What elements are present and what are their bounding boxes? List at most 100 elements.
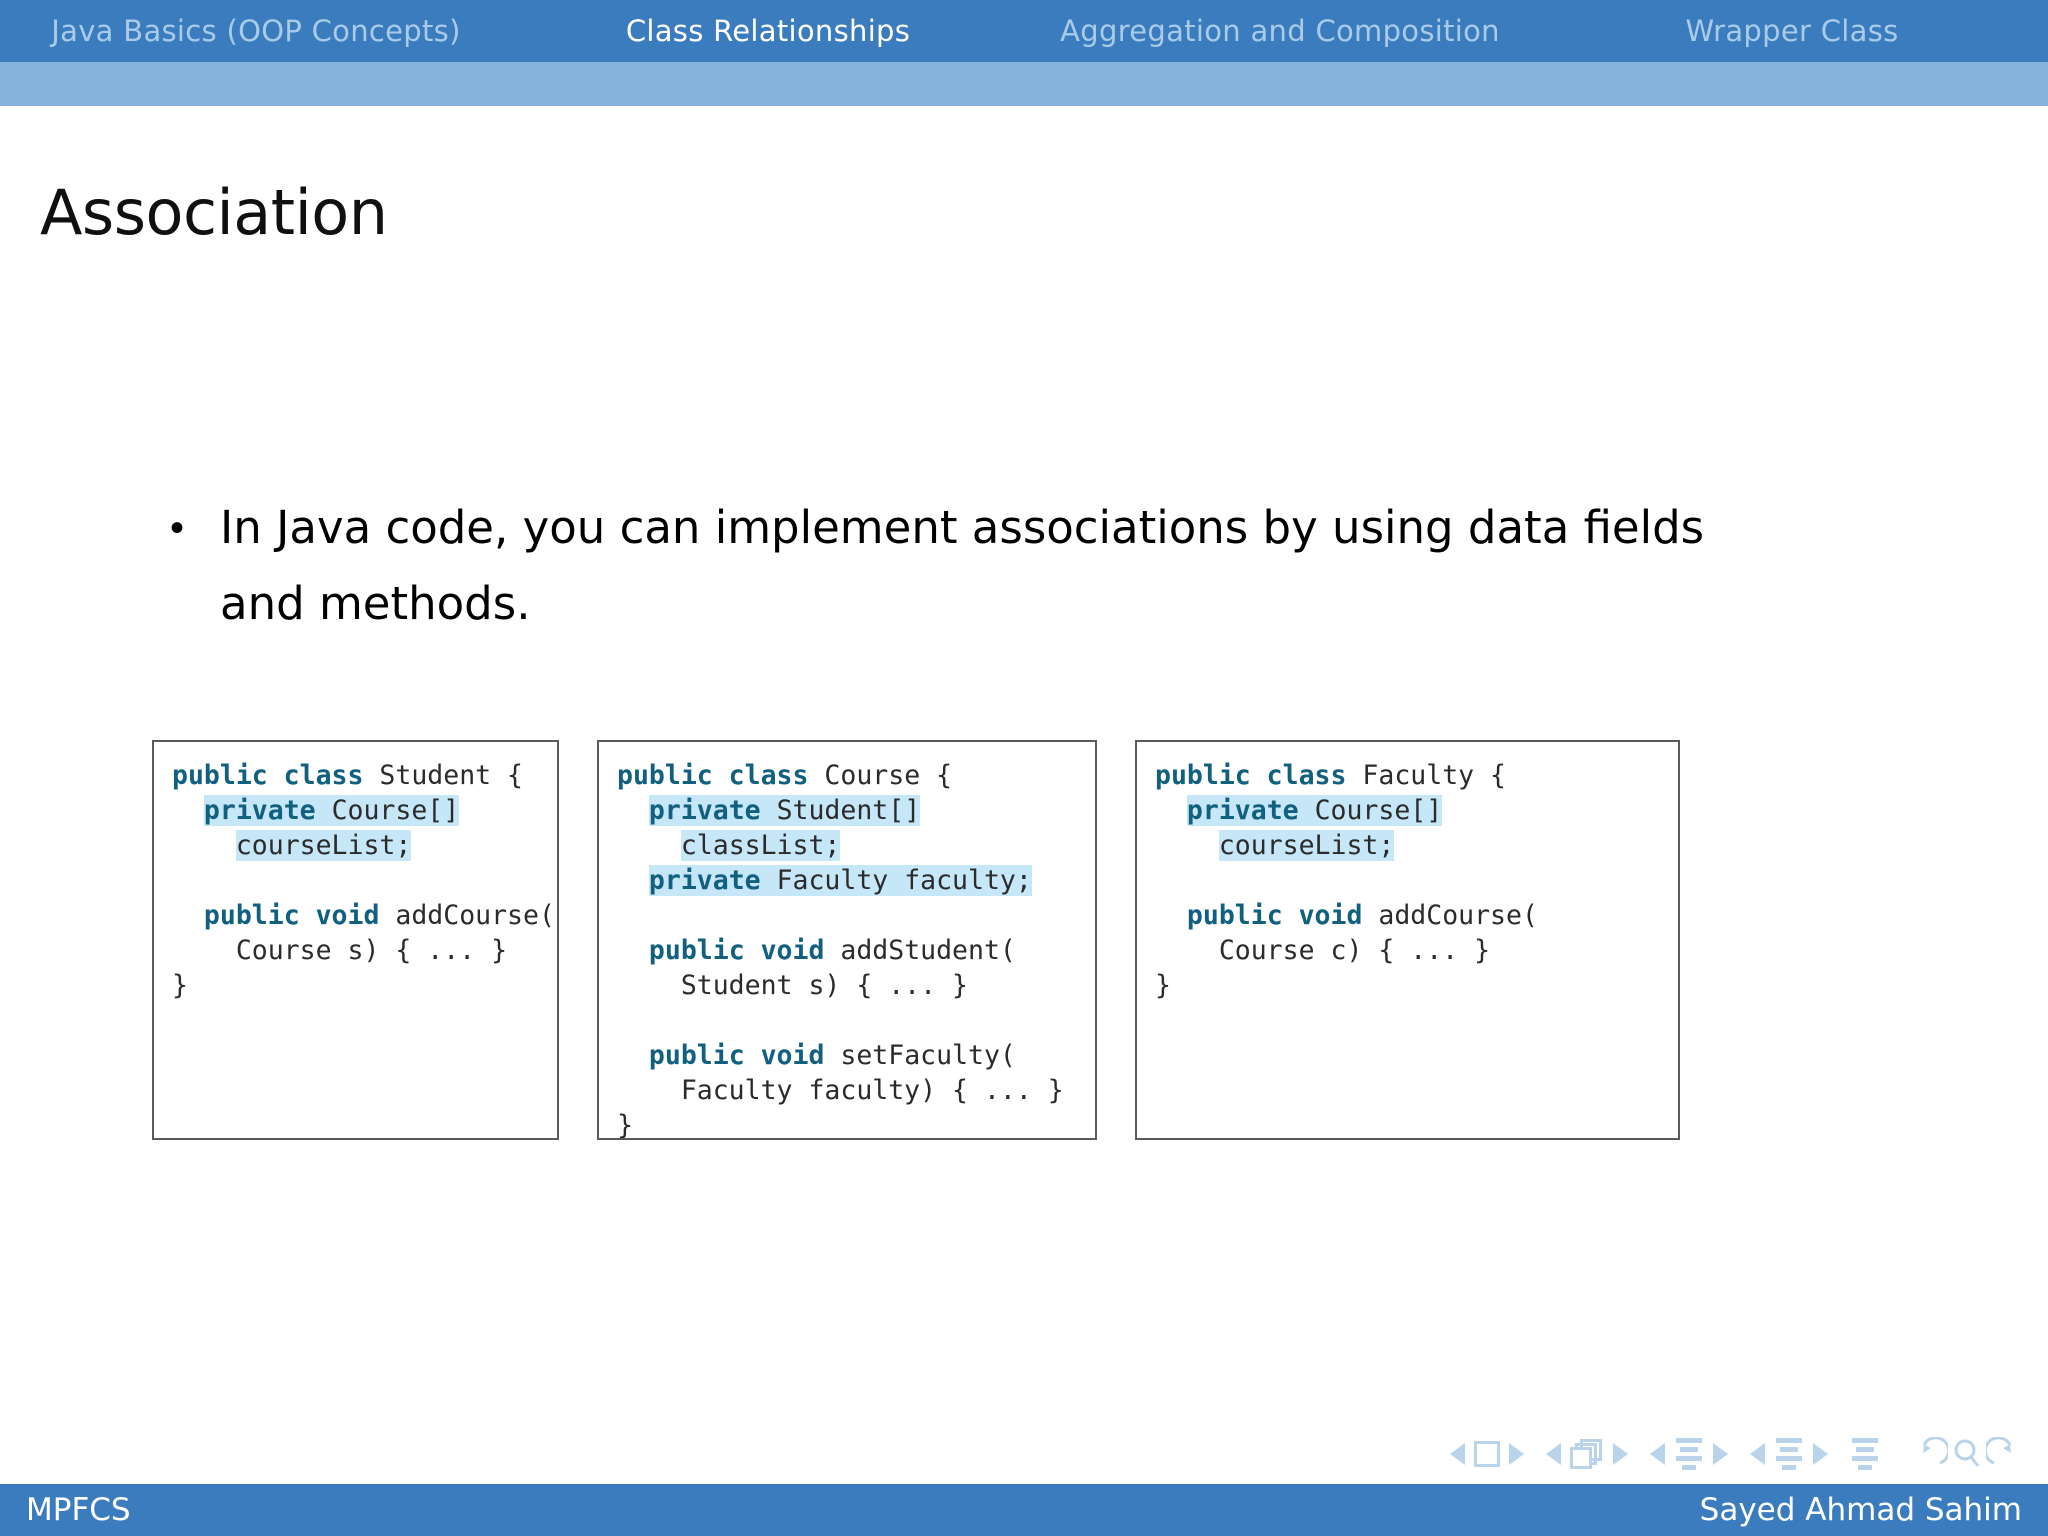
next-section-icon[interactable]	[1813, 1443, 1828, 1465]
code-text: addCourse(	[395, 900, 555, 931]
nav-item-3[interactable]: Wrapper Class	[1685, 14, 1899, 48]
code-line: }	[1155, 968, 1664, 1003]
code-text: courseList;	[1218, 830, 1395, 861]
document-navigation-group	[1850, 1438, 1880, 1470]
back-icon[interactable]	[1910, 1437, 1948, 1471]
code-line: public void addStudent(	[617, 933, 1081, 968]
code-block-faculty-class: public class Faculty { private Course[] …	[1135, 740, 1680, 1140]
section-icon[interactable]	[1774, 1438, 1804, 1470]
code-keyword: public class	[617, 760, 825, 791]
bullet-item-text: In Java code, you can implement associat…	[220, 501, 1705, 630]
code-line	[617, 898, 1081, 933]
code-line: }	[617, 1108, 1081, 1140]
code-line: Student s) { ... }	[617, 968, 1081, 1003]
code-text: Course s) { ... }	[172, 935, 508, 966]
code-text: Student s) { ... }	[617, 970, 968, 1001]
code-text: }	[1155, 970, 1171, 1001]
code-line: public void addCourse(	[1155, 898, 1664, 933]
history-navigation-group	[1910, 1437, 2024, 1471]
slide-icon[interactable]	[1474, 1441, 1500, 1467]
next-slide-icon[interactable]	[1509, 1443, 1524, 1465]
code-line: Faculty faculty) { ... }	[617, 1073, 1081, 1108]
code-line: classList;	[617, 828, 1081, 863]
code-line: public class Student {	[172, 758, 543, 793]
nav-item-1[interactable]: Class Relationships	[625, 14, 911, 48]
code-line: private Faculty faculty;	[617, 863, 1081, 898]
code-block-student-class: public class Student { private Course[] …	[152, 740, 559, 1140]
nav-item-0[interactable]: Java Basics (OOP Concepts)	[51, 14, 461, 48]
code-text: setFaculty(	[840, 1040, 1016, 1071]
code-text	[172, 830, 236, 861]
code-block-course-class: public class Course { private Student[] …	[597, 740, 1097, 1140]
code-text: }	[172, 970, 188, 1001]
code-text	[617, 830, 681, 861]
code-text	[617, 795, 649, 826]
frames-icon[interactable]	[1570, 1439, 1604, 1469]
subsection-navigation-group	[1650, 1438, 1728, 1470]
next-subsection-icon[interactable]	[1713, 1443, 1728, 1465]
code-line	[172, 863, 543, 898]
frame-navigation-group	[1546, 1439, 1628, 1469]
prev-slide-icon[interactable]	[1450, 1443, 1465, 1465]
subsection-icon[interactable]	[1674, 1438, 1704, 1470]
code-line: private Student[]	[617, 793, 1081, 828]
beamer-navigation-symbols	[1450, 1432, 2024, 1476]
prev-subsection-icon[interactable]	[1650, 1443, 1665, 1465]
code-text: Student[]	[776, 795, 921, 826]
code-line: public class Course {	[617, 758, 1081, 793]
code-text: Student {	[379, 760, 524, 791]
code-keyword: private	[203, 795, 332, 826]
code-text	[1155, 830, 1219, 861]
code-text: Faculty {	[1362, 760, 1507, 791]
code-line: courseList;	[172, 828, 543, 863]
code-line	[1155, 863, 1664, 898]
code-text: Faculty faculty) { ... }	[617, 1075, 1064, 1106]
code-text: Course[]	[1314, 795, 1443, 826]
code-text: Course c) { ... }	[1155, 935, 1491, 966]
footer-left-label: MPFCS	[26, 1492, 131, 1528]
prev-frame-icon[interactable]	[1546, 1443, 1561, 1465]
prev-section-icon[interactable]	[1750, 1443, 1765, 1465]
search-icon[interactable]	[1950, 1437, 1984, 1471]
code-keyword: private	[1186, 795, 1315, 826]
code-line: private Course[]	[1155, 793, 1664, 828]
code-line	[617, 1003, 1081, 1038]
next-frame-icon[interactable]	[1613, 1443, 1628, 1465]
document-icon[interactable]	[1850, 1438, 1880, 1470]
code-keyword: private	[648, 865, 777, 896]
code-text	[1155, 900, 1187, 931]
code-text	[172, 795, 204, 826]
code-text: Course[]	[331, 795, 460, 826]
code-text: addCourse(	[1378, 900, 1538, 931]
nav-item-2[interactable]: Aggregation and Composition	[1060, 14, 1500, 48]
code-line: }	[172, 968, 543, 1003]
header-navigation-bar: Java Basics (OOP Concepts) Class Relation…	[0, 0, 2048, 62]
code-line: public class Faculty {	[1155, 758, 1664, 793]
code-keyword: public void	[1186, 900, 1379, 931]
code-line: private Course[]	[172, 793, 543, 828]
code-text	[617, 865, 649, 896]
section-navigation-group	[1750, 1438, 1828, 1470]
code-keyword: public void	[648, 1040, 841, 1071]
code-keyword: public void	[203, 900, 396, 931]
footer-bar: MPFCS Sayed Ahmad Sahim	[0, 1484, 2048, 1536]
code-text	[1155, 795, 1187, 826]
forward-icon[interactable]	[1986, 1437, 2024, 1471]
code-text	[172, 900, 204, 931]
footer-right-label: Sayed Ahmad Sahim	[1699, 1492, 2022, 1528]
code-line: courseList;	[1155, 828, 1664, 863]
slide-navigation-group	[1450, 1441, 1524, 1467]
code-line: Course c) { ... }	[1155, 933, 1664, 968]
code-text: }	[617, 1110, 633, 1140]
code-keyword: private	[648, 795, 777, 826]
code-examples-row: public class Student { private Course[] …	[152, 740, 1912, 1140]
header-subsection-bar	[0, 62, 2048, 106]
code-text: Course {	[824, 760, 953, 791]
code-line: Course s) { ... }	[172, 933, 543, 968]
code-text: Faculty faculty;	[776, 865, 1032, 896]
bullet-marker-icon: •	[170, 506, 185, 550]
bullet-list: • In Java code, you can implement associ…	[170, 490, 1870, 642]
code-line: public void addCourse(	[172, 898, 555, 933]
page-title: Association	[40, 176, 388, 249]
